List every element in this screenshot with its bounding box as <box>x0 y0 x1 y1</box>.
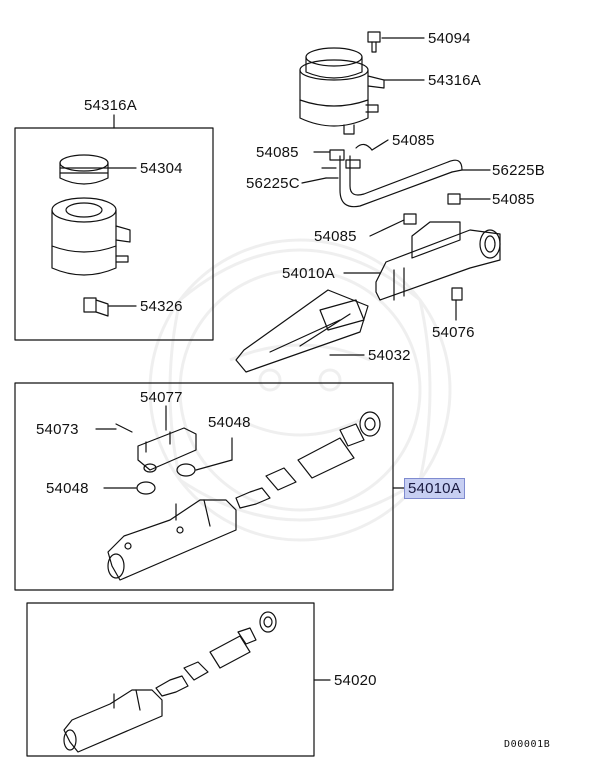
assy-parts-drawing <box>63 611 277 753</box>
part-56225c-label[interactable]: 56225C <box>246 175 300 192</box>
part-54073-label[interactable]: 54073 <box>36 421 79 438</box>
part-54316a-box-label[interactable]: 54316A <box>84 97 137 114</box>
bracket-drawing <box>235 289 369 373</box>
hose-drawing <box>321 143 463 225</box>
part-54077-label[interactable]: 54077 <box>140 389 183 406</box>
part-54020-label[interactable]: 54020 <box>334 672 377 689</box>
kit-parts-drawing <box>107 411 381 581</box>
part-54076-label[interactable]: 54076 <box>432 324 475 341</box>
part-54085-label[interactable]: 54085 <box>314 228 357 245</box>
part-54010a-label[interactable]: 54010A <box>282 265 335 282</box>
master-cylinder-top-drawing <box>375 221 501 301</box>
reservoir-kit-box <box>14 127 214 341</box>
part-54326-label[interactable]: 54326 <box>140 298 183 315</box>
leader-lines <box>95 37 491 681</box>
reservoir-box-drawing <box>51 154 131 317</box>
part-54085-label[interactable]: 54085 <box>256 144 299 161</box>
master-cylinder-kit-box <box>14 382 394 591</box>
reservoir-top-drawing <box>299 31 385 135</box>
part-54048-label[interactable]: 54048 <box>208 414 251 431</box>
part-54032-label[interactable]: 54032 <box>368 347 411 364</box>
drawing-code: D00001B <box>504 739 551 750</box>
part-54048-label[interactable]: 54048 <box>46 480 89 497</box>
part-54085-label[interactable]: 54085 <box>392 132 435 149</box>
part-54010a-highlighted-label[interactable]: 54010A <box>404 478 465 499</box>
part-54094-label[interactable]: 54094 <box>428 30 471 47</box>
part-56225b-label[interactable]: 56225B <box>492 162 545 179</box>
part-54304-label[interactable]: 54304 <box>140 160 183 177</box>
part-54085-label[interactable]: 54085 <box>492 191 535 208</box>
part-54316a-label[interactable]: 54316A <box>428 72 481 89</box>
